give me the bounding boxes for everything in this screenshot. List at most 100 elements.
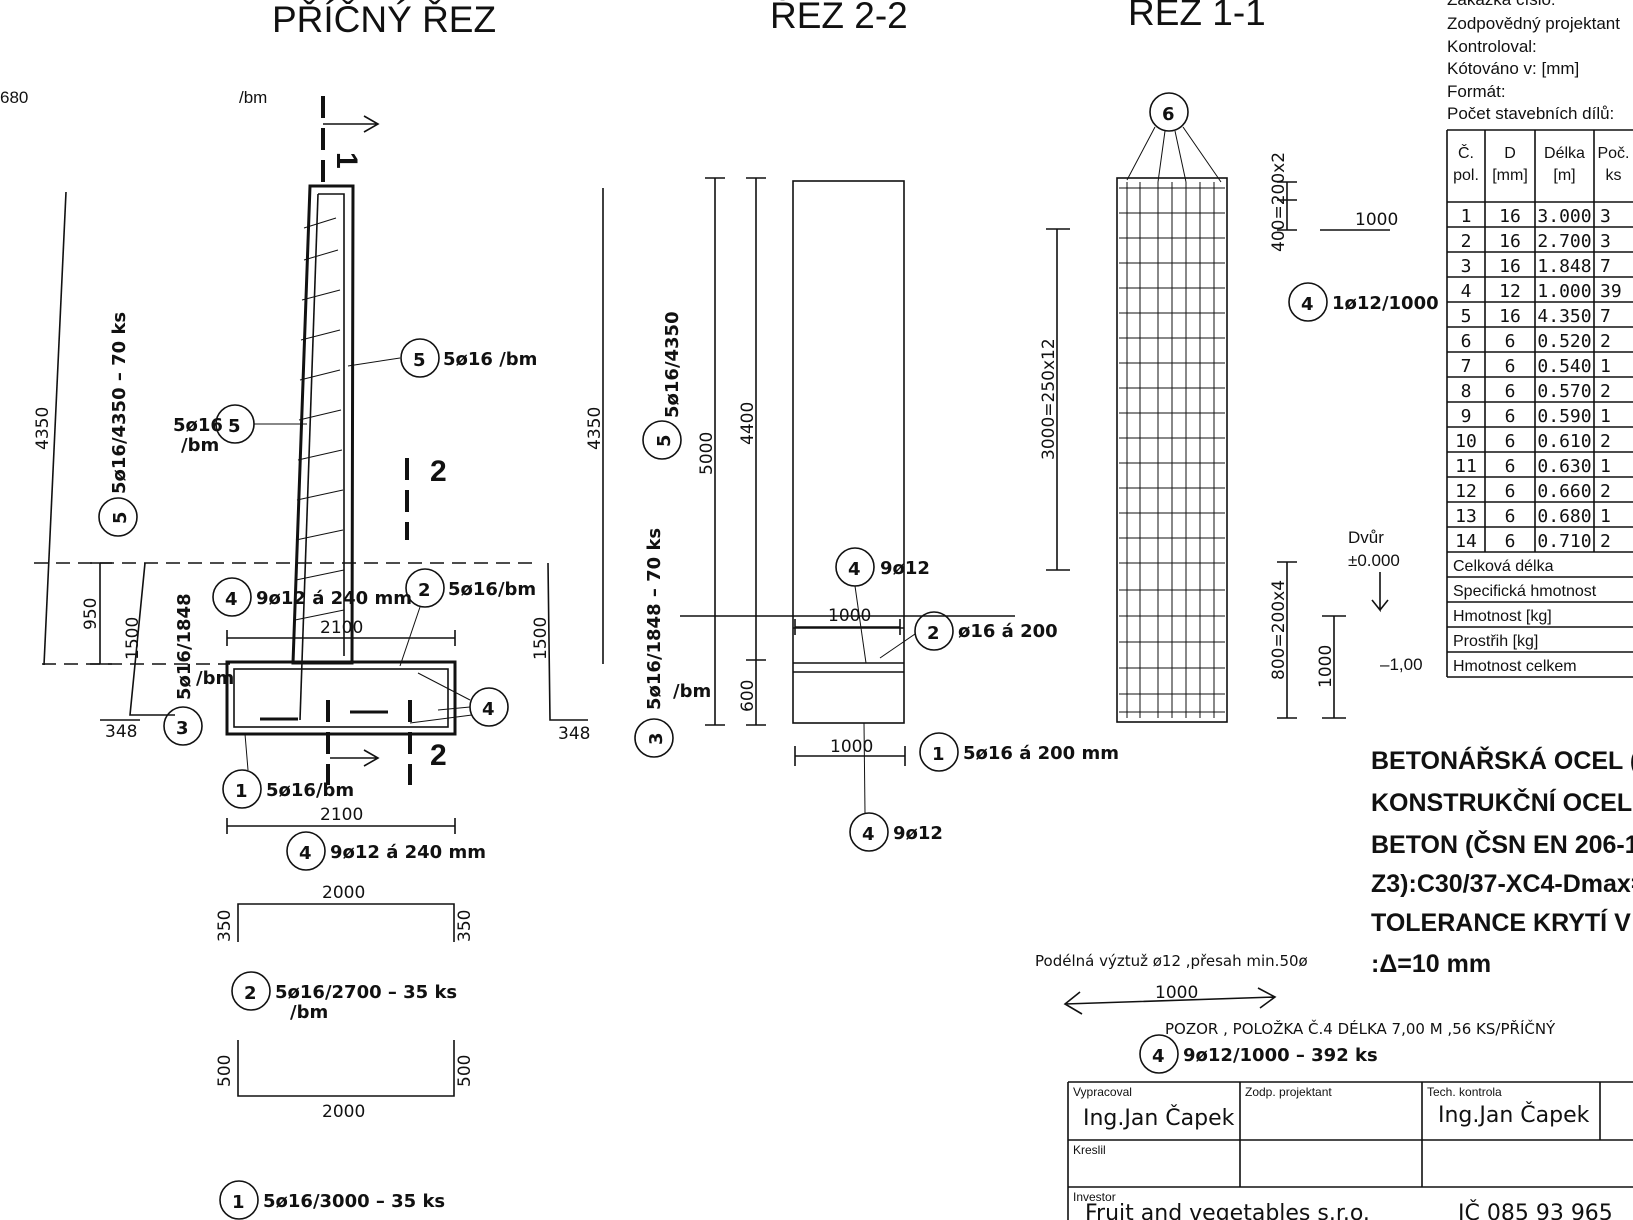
section-11-outline	[1116, 177, 1228, 723]
table-header-cell: Č.	[1458, 143, 1474, 162]
shape-1-bottom-dim: 2000	[322, 1102, 365, 1122]
dim-348-left: 348	[105, 722, 137, 742]
table-cell: 4	[1461, 281, 1472, 302]
s22-item-5-label: 5ø16/4350	[662, 311, 683, 418]
note-cover-tolerance: TOLERANCE KRYTÍ V	[1371, 908, 1631, 937]
table-cell: 6	[1505, 331, 1516, 352]
dim-line-800	[1277, 561, 1297, 719]
table-cell: 12	[1499, 281, 1521, 302]
table-cell: 7	[1600, 306, 1611, 327]
note-structural-steel: KONSTRUKČNÍ OCEL	[1371, 787, 1632, 817]
table-cell: 7	[1600, 256, 1611, 277]
wall-rebar-right	[318, 193, 345, 656]
table-cell: 0.710	[1537, 531, 1591, 552]
cross-section-top-num: 680	[0, 88, 28, 107]
foundation-bars	[260, 710, 388, 721]
table-cell: 0.610	[1537, 431, 1591, 452]
item-5-label-left-b: /bm	[181, 435, 219, 456]
item-3-number: 3	[176, 718, 189, 739]
shape-2-right-dim: 350	[455, 910, 475, 942]
item-4-number-bottom: 4	[299, 843, 312, 864]
foundation-outline	[225, 660, 457, 736]
item-2-leader	[399, 606, 421, 667]
title-block: Vypracoval Ing.Jan Čapek Zodp. projektan…	[1067, 1081, 1633, 1220]
table-cell: 6	[1505, 356, 1516, 377]
table-summary-cell: Hmotnost celkem	[1453, 658, 1577, 675]
material-notes: BETONÁŘSKÁ OCEL ( KONSTRUKČNÍ OCEL BETON…	[1371, 745, 1633, 978]
table-summary-cell: Prostřih [kg]	[1453, 633, 1538, 650]
table-cell: 6	[1505, 456, 1516, 477]
item-4-circle-bottom	[286, 831, 326, 871]
s22-item-4-number-top: 4	[848, 559, 861, 580]
dim-line-950	[90, 562, 112, 665]
s11-item-6-leaders	[1126, 126, 1222, 183]
shape-1-right-dim: 500	[455, 1055, 475, 1087]
dim-line-1000-bottom	[794, 746, 906, 766]
table-cell: 2	[1600, 531, 1611, 552]
item-1-circle	[222, 769, 262, 809]
item-3-circle	[163, 706, 203, 746]
dim-line-400	[1277, 181, 1297, 231]
table-summary-cell: Hmotnost [kg]	[1453, 608, 1552, 625]
table-cell: 9	[1461, 406, 1472, 427]
table-cell: 1	[1600, 456, 1611, 477]
table-cell: 0.680	[1537, 506, 1591, 527]
table-cell: 0.520	[1537, 331, 1591, 352]
note-reinforcement-steel: BETONÁŘSKÁ OCEL (	[1371, 745, 1633, 775]
item-4-label-top: 9ø12 á 240 mm	[256, 588, 412, 609]
title-cross-section: PŘÍČNÝ ŘEZ	[272, 0, 496, 40]
dim-400: 400=200x2	[1269, 152, 1289, 252]
dim-line-1000-top	[794, 619, 901, 635]
tb-investor-label: Investor	[1073, 1190, 1116, 1204]
table-header-cell: Poč.	[1597, 145, 1629, 162]
bottom-item-4-circle	[1139, 1034, 1179, 1074]
item-5-leader-right	[347, 357, 401, 367]
table-cell: 6	[1461, 331, 1472, 352]
dim-line-5000	[705, 177, 725, 726]
table-cell: 2	[1600, 481, 1611, 502]
note-tolerance-value: :Δ=10 mm	[1371, 950, 1491, 978]
title-section-1-1: ŘEZ 1-1	[1128, 0, 1266, 33]
table-cell: 5	[1461, 306, 1472, 327]
header-checked: Kontroloval:	[1447, 37, 1537, 56]
tb-investor-value: Fruit and vegetables s.r.o.	[1085, 1201, 1370, 1220]
section-1-1-view: 6 3000=250x12 400=200x2 1000 4 1ø12/1000…	[1039, 92, 1439, 723]
item-2-label: 5ø16/bm	[448, 579, 536, 600]
note-concrete-class: Z3):C30/37-XC4-Dmax=	[1371, 870, 1633, 898]
item-3-label-vertical: 5ø16/1848	[174, 593, 195, 700]
tb-designer-label: Zodp. projektant	[1245, 1085, 1332, 1099]
bottom-item-4-label: 9ø12/1000 – 392 ks	[1183, 1045, 1378, 1066]
shape-2-left-dim: 350	[215, 910, 235, 942]
table-cell: 6	[1505, 431, 1516, 452]
s22-item-4-number-bottom: 4	[862, 824, 875, 845]
cut-arrow-1	[323, 115, 380, 133]
table-cell: 6	[1505, 531, 1516, 552]
dim-800: 800=200x4	[1269, 580, 1289, 680]
shape-2-bm: /bm	[290, 1002, 328, 1023]
item-5-circle-right	[400, 338, 440, 378]
dim-1000-lap: 1000	[1155, 983, 1198, 1003]
item-1-number: 1	[235, 781, 248, 802]
dim-1500-left: 1500	[123, 617, 143, 660]
table-cell: 2	[1600, 431, 1611, 452]
table-cell: 0.630	[1537, 456, 1591, 477]
item-5-label-vertical: 5ø16/4350 – 70 ks	[109, 312, 130, 494]
item-4-number-right: 4	[482, 699, 495, 720]
dim-3000: 3000=250x12	[1039, 338, 1059, 460]
table-cell: 6	[1505, 506, 1516, 527]
table-cell: 6	[1505, 481, 1516, 502]
table-cell: 0.540	[1537, 356, 1591, 377]
item-1-label: 5ø16/bm	[266, 780, 354, 801]
s22-item-4-label-bottom: 9ø12	[893, 823, 943, 844]
shape-1-circle	[219, 1180, 259, 1220]
dim-600: 600	[738, 680, 758, 712]
s22-item-3-label: 5ø16/1848 – 70 ks	[644, 528, 665, 710]
bottom-item-4-number: 4	[1152, 1046, 1165, 1067]
dim-348-right: 348	[558, 724, 590, 744]
table-cell: 39	[1600, 281, 1622, 302]
section-2-2-view: 5000 4400 600 1000 1000 5 5ø16/4350 3 5ø…	[634, 177, 1119, 852]
foundation-rebar	[233, 668, 449, 728]
table-cell: 3	[1600, 231, 1611, 252]
dim-4400: 4400	[738, 402, 758, 445]
